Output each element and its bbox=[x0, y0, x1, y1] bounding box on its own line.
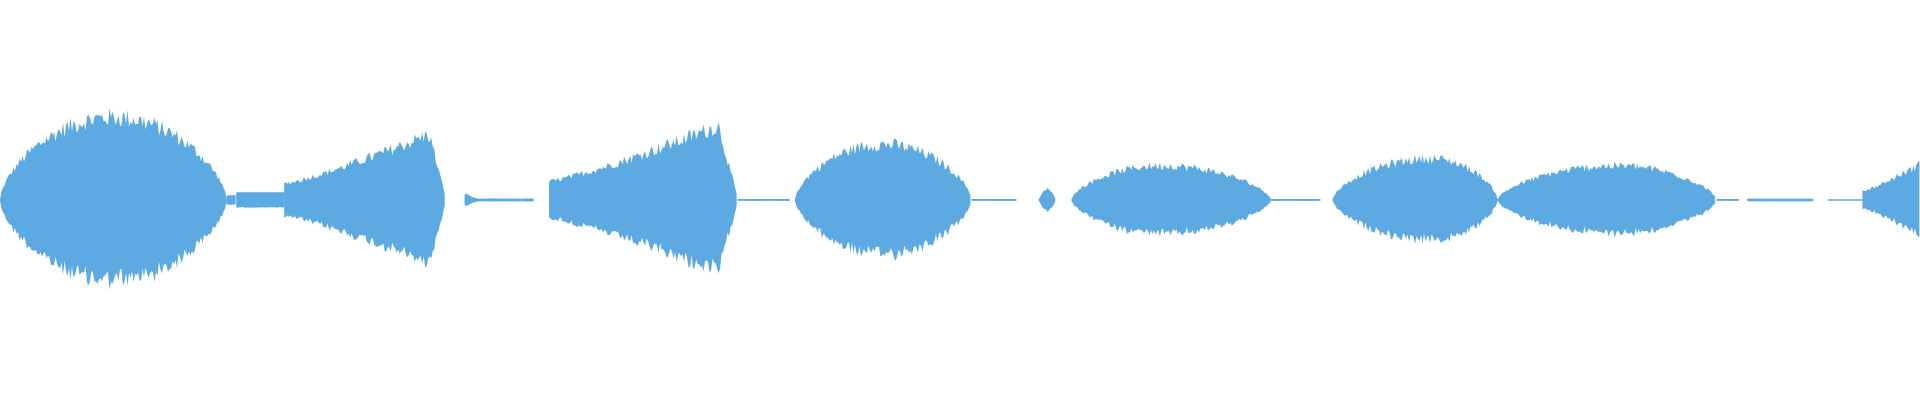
waveform-segment bbox=[737, 199, 790, 201]
waveform-segment bbox=[284, 131, 445, 268]
waveform-segment bbox=[1716, 199, 1739, 201]
waveform-segment bbox=[0, 107, 227, 290]
waveform-segment bbox=[236, 192, 285, 208]
waveform-segment bbox=[794, 138, 971, 261]
waveform-segment bbox=[1271, 199, 1321, 201]
waveform-segment bbox=[464, 193, 534, 206]
waveform-segment bbox=[971, 199, 1017, 201]
waveform-segment bbox=[226, 195, 236, 205]
waveform-segment bbox=[1071, 162, 1271, 237]
waveform-segment bbox=[1747, 198, 1814, 202]
waveform-segment bbox=[1827, 199, 1866, 201]
waveform-segment bbox=[1038, 187, 1056, 213]
waveform-segment bbox=[1332, 154, 1498, 245]
waveform-segments bbox=[0, 107, 1920, 290]
waveform-segment bbox=[1497, 161, 1716, 238]
waveform-segment bbox=[549, 122, 737, 274]
waveform-segment bbox=[1862, 160, 1920, 238]
